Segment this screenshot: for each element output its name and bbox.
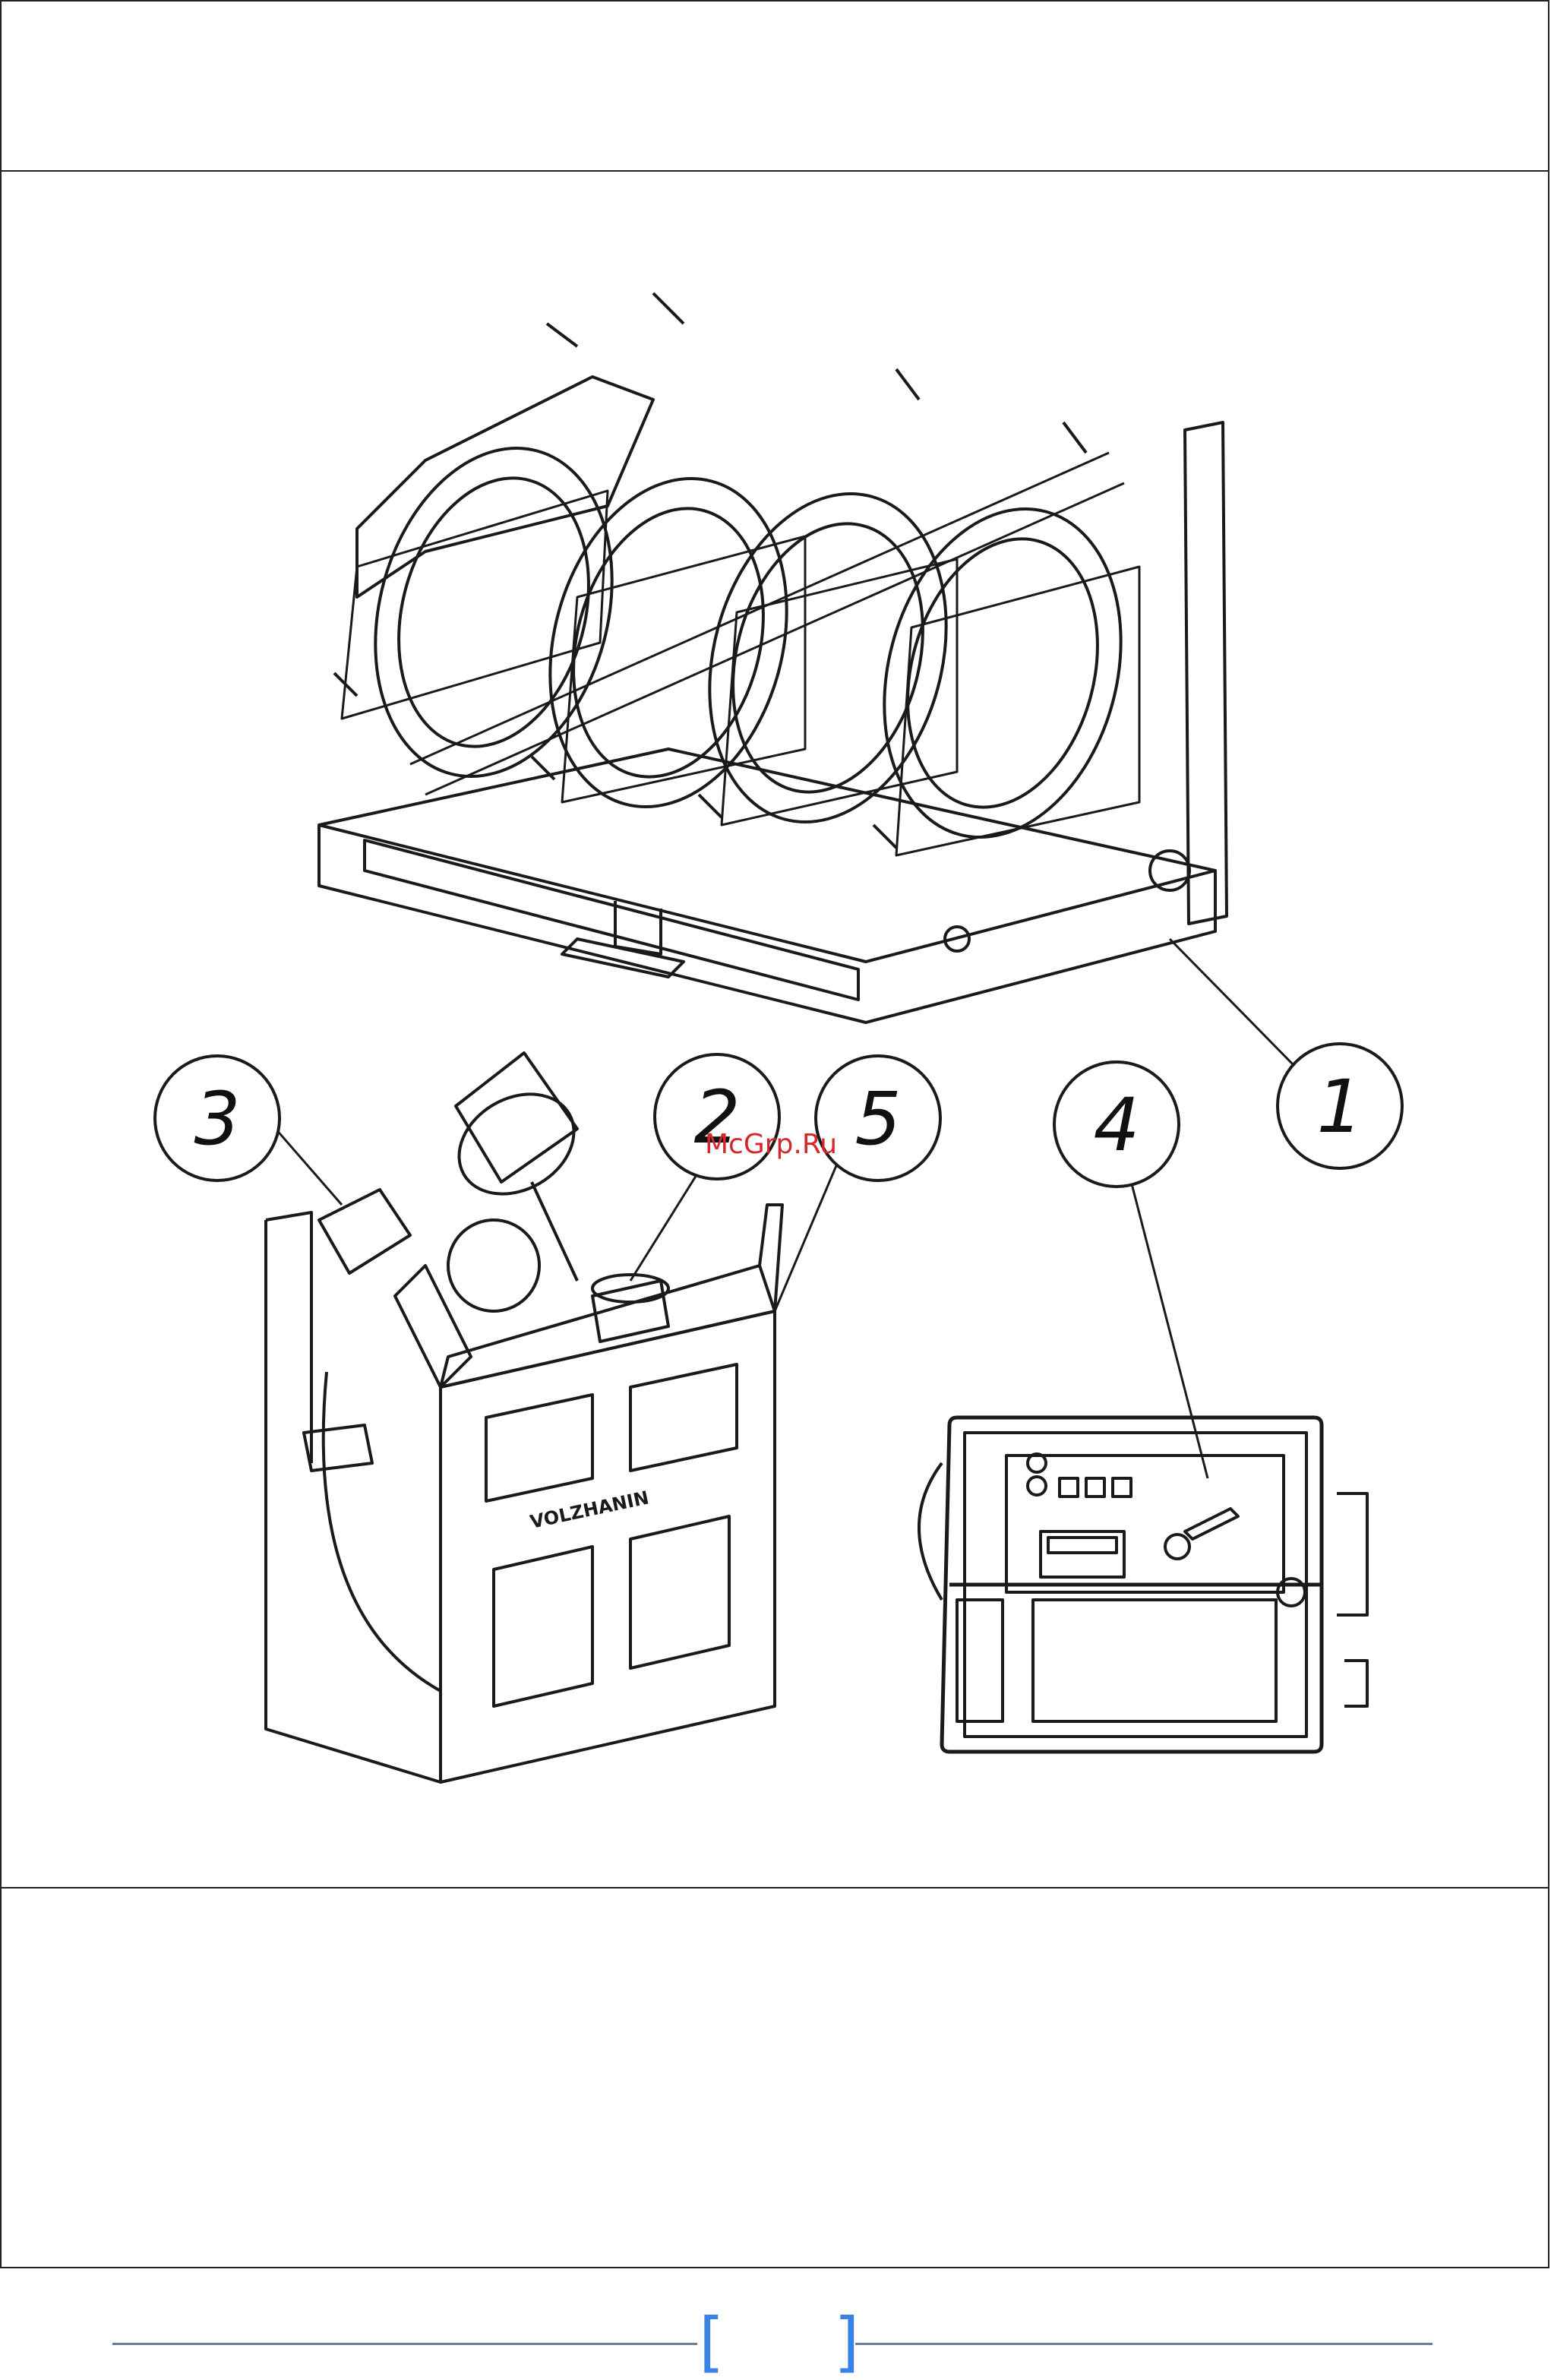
callout-4: 4 bbox=[1054, 1062, 1179, 1187]
callout-1: 1 bbox=[1278, 1044, 1402, 1168]
equipment-figure: 1 2 3 4 5 VOLZHANIN bbox=[0, 172, 1549, 1885]
caption-divider bbox=[0, 1887, 1549, 1889]
centralizer-drawing bbox=[319, 293, 1227, 1022]
callout-2: 2 bbox=[655, 1054, 779, 1179]
control-unit-drawing bbox=[919, 1418, 1367, 1752]
callout-5: 5 bbox=[816, 1056, 940, 1181]
footer-bracket-close: ] bbox=[834, 2309, 860, 2375]
footer-line-left bbox=[112, 2343, 697, 2345]
brand-text: VOLZHANIN bbox=[528, 1487, 650, 1532]
callout-4-label: 4 bbox=[1093, 1083, 1139, 1168]
callout-1-label: 1 bbox=[1316, 1064, 1363, 1149]
callout-3-label: 3 bbox=[194, 1076, 240, 1162]
footer-bracket-open: [ bbox=[699, 2309, 725, 2375]
callout-3: 3 bbox=[155, 1056, 280, 1181]
watermark: McGrp.Ru bbox=[705, 1129, 837, 1160]
callout-5-label: 5 bbox=[854, 1076, 901, 1162]
footer-line-right bbox=[855, 2343, 1433, 2345]
